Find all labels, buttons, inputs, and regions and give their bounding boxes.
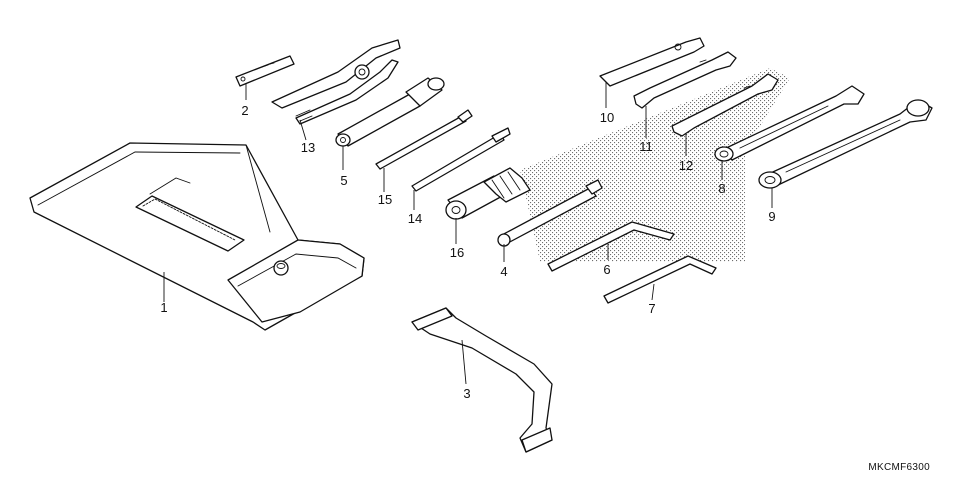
extension-bar bbox=[497, 179, 603, 247]
callout-1: 1 bbox=[160, 300, 167, 315]
callout-12: 12 bbox=[679, 158, 693, 173]
callout-16: 16 bbox=[450, 245, 464, 260]
callout-7: 7 bbox=[648, 301, 655, 316]
rubber-strap bbox=[411, 307, 553, 453]
callout-13: 13 bbox=[301, 140, 315, 155]
screwdriver-blade-15 bbox=[375, 109, 473, 170]
callout-11: 11 bbox=[639, 139, 653, 154]
callout-4: 4 bbox=[500, 264, 507, 279]
callout-15: 15 bbox=[378, 192, 392, 207]
callout-10: 10 bbox=[600, 110, 614, 125]
pliers bbox=[271, 39, 401, 125]
callout-8: 8 bbox=[718, 181, 725, 196]
callout-6: 6 bbox=[603, 262, 610, 277]
open-end-wrench-12 bbox=[671, 73, 779, 137]
dotted-shadow-area bbox=[520, 68, 790, 262]
diagram-code: MKCMF6300 bbox=[868, 462, 930, 473]
callout-2: 2 bbox=[241, 103, 248, 118]
callout-3: 3 bbox=[463, 386, 470, 401]
ring-spanner-9 bbox=[758, 99, 933, 189]
hex-key-6 bbox=[547, 221, 675, 272]
leader-lines bbox=[163, 82, 773, 385]
hex-key-7 bbox=[603, 255, 717, 304]
flat-spanner bbox=[599, 37, 705, 87]
ring-spanner-8 bbox=[714, 85, 865, 162]
callout-14: 14 bbox=[408, 211, 422, 226]
screwdriver-handle bbox=[445, 167, 531, 220]
small-spanner bbox=[235, 55, 295, 87]
callout-5: 5 bbox=[340, 173, 347, 188]
tool-bag bbox=[29, 142, 365, 331]
callout-9: 9 bbox=[768, 209, 775, 224]
callout-labels: 1 2 3 4 5 6 7 8 9 10 11 12 13 14 15 16 bbox=[160, 103, 775, 401]
screwdriver-blade-14 bbox=[411, 127, 511, 192]
box-spanner bbox=[335, 77, 445, 147]
open-end-wrench-11 bbox=[633, 51, 737, 109]
